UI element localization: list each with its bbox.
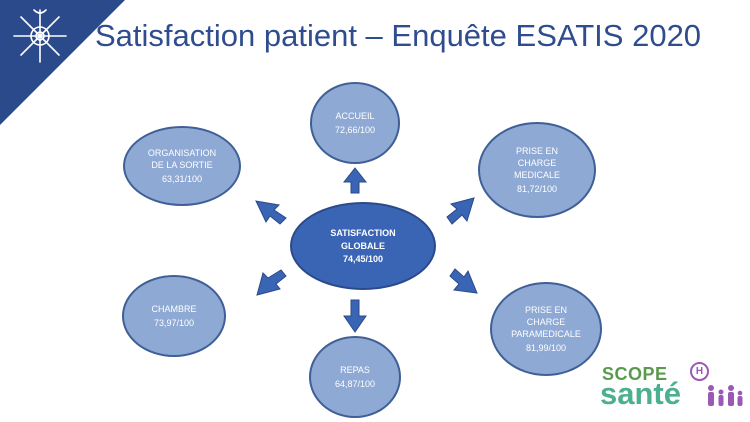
node-label: CHARGE <box>526 317 566 327</box>
family-icon <box>708 385 743 406</box>
node-label: ACCUEIL <box>335 111 375 121</box>
brand-h-badge: H <box>690 362 709 381</box>
node-value: 81,72/100 <box>516 184 558 194</box>
node-label: ORGANISATION <box>147 148 217 158</box>
node-prise-medicale: PRISE EN CHARGE MEDICALE 81,72/100 <box>478 122 596 218</box>
node-value: 73,97/100 <box>153 318 195 328</box>
node-value: 72,66/100 <box>334 125 376 135</box>
corner-banner <box>0 0 125 125</box>
center-label: SATISFACTION <box>330 227 396 238</box>
node-label: DE LA SORTIE <box>151 160 213 170</box>
node-label: PRISE EN <box>524 305 567 315</box>
node-value: 63,31/100 <box>161 174 203 184</box>
arrow-up-left <box>255 200 287 225</box>
arrow-down <box>343 299 367 333</box>
arrow-down-left <box>256 269 287 296</box>
page-title: Satisfaction patient – Enquête ESATIS 20… <box>95 18 702 53</box>
node-label: REPAS <box>340 365 370 375</box>
node-sortie: ORGANISATION DE LA SORTIE 63,31/100 <box>123 126 241 206</box>
node-value: 64,87/100 <box>334 379 376 389</box>
arrow-down-right <box>449 268 478 294</box>
node-prise-paramedicale: PRISE EN CHARGE PARAMEDICALE 81,99/100 <box>490 282 602 376</box>
node-label: CHARGE <box>517 158 557 168</box>
star-logo-icon <box>13 9 67 63</box>
node-chambre: CHAMBRE 73,97/100 <box>122 275 226 357</box>
arrow-up-right <box>446 197 475 225</box>
node-satisfaction-globale: SATISFACTION GLOBALE 74,45/100 <box>290 202 436 290</box>
node-accueil: ACCUEIL 72,66/100 <box>310 82 400 164</box>
node-label: PRISE EN <box>515 146 558 156</box>
brand-scope-text: SCOPE <box>602 364 668 384</box>
node-label: PARAMEDICALE <box>511 329 581 339</box>
brand-sante-text: santé <box>600 376 681 411</box>
scope-sante-logo: SCOPE H santé <box>598 360 748 415</box>
center-label: GLOBALE <box>341 240 385 251</box>
node-label: MEDICALE <box>513 170 560 180</box>
node-value: 81,99/100 <box>525 343 567 353</box>
node-repas: REPAS 64,87/100 <box>309 336 401 418</box>
arrow-up <box>342 167 368 194</box>
center-value: 74,45/100 <box>342 253 384 264</box>
node-label: CHAMBRE <box>151 304 197 314</box>
